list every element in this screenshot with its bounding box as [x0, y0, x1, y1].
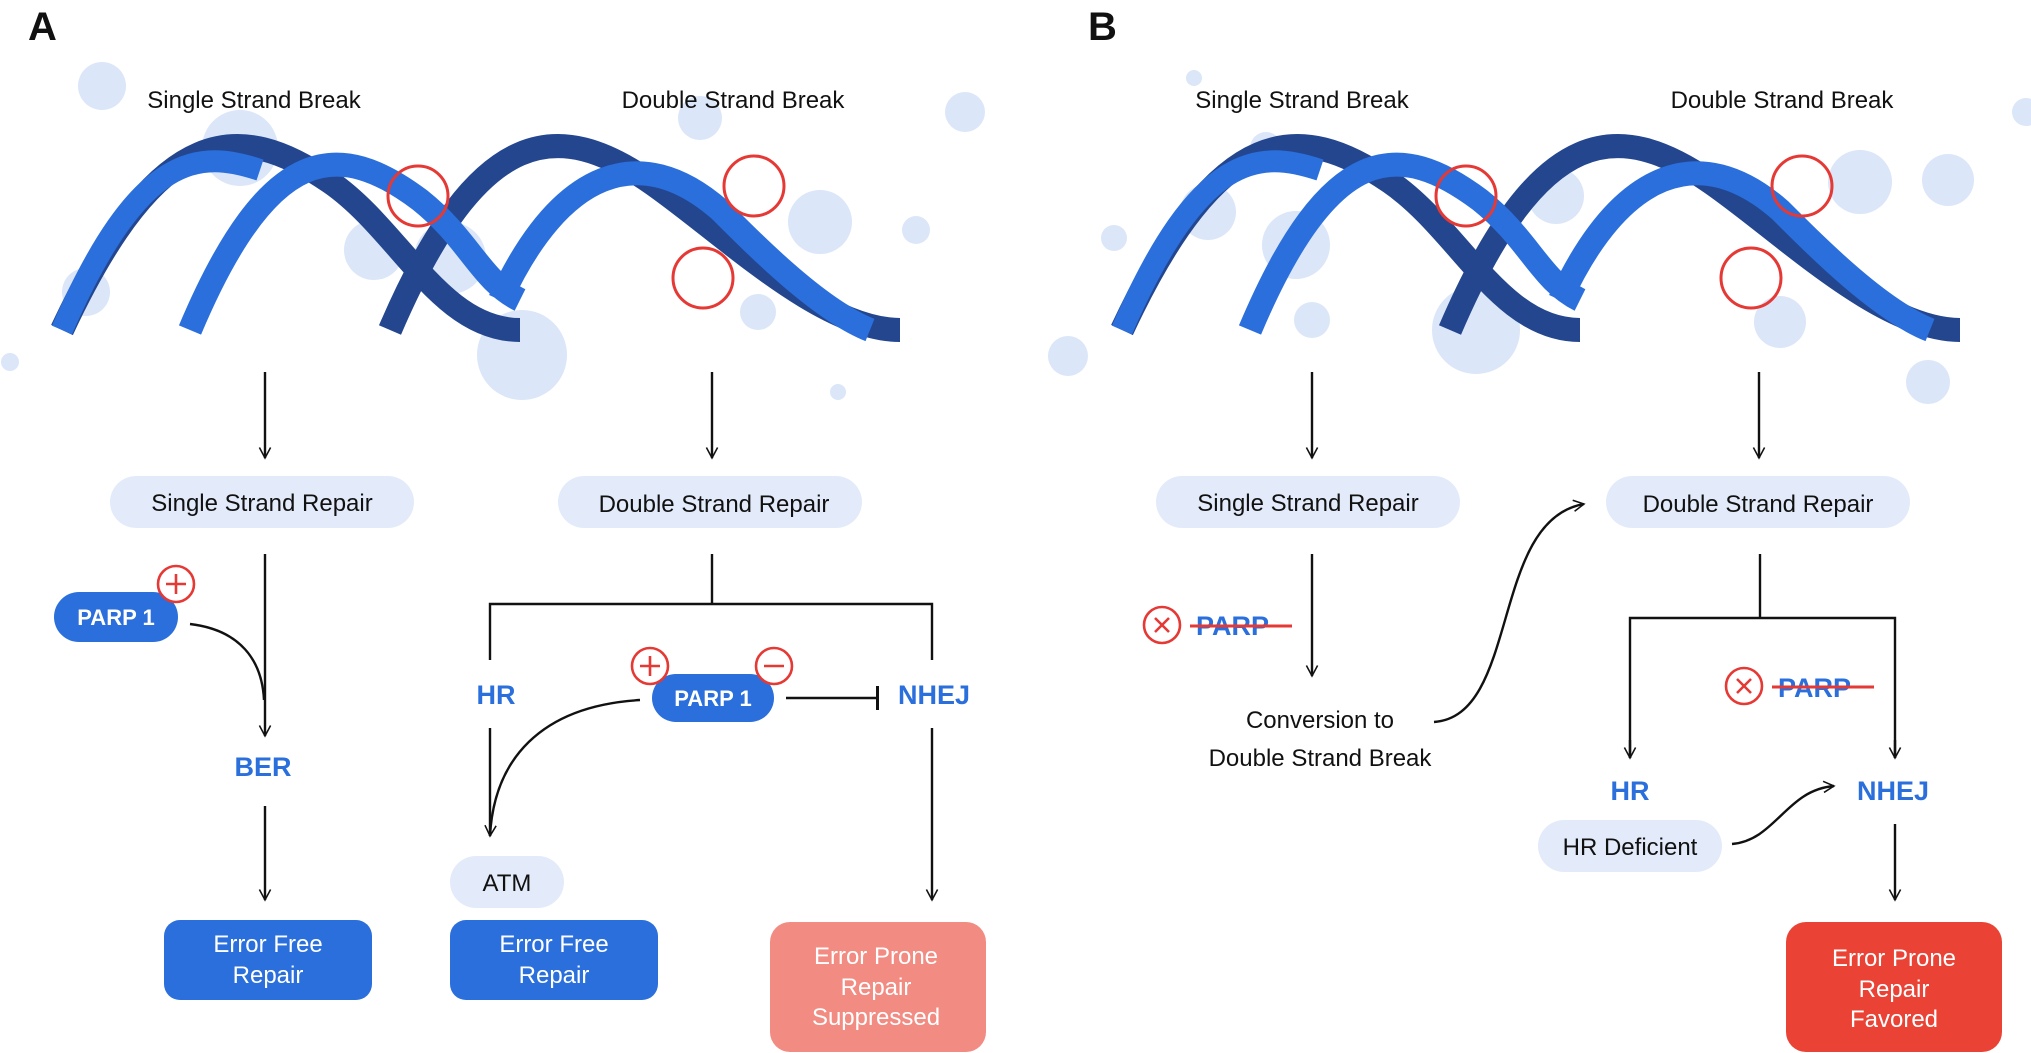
parp1-to-atm-curve: [484, 698, 641, 838]
double-strand-repair-text-a: Double Strand Repair: [599, 491, 830, 518]
break-markers-b: [1434, 154, 1834, 310]
single-strand-repair-pill-b: [1156, 476, 1460, 528]
hr-label-a: HR: [477, 680, 516, 710]
parp1-to-ber-curve: [189, 622, 266, 701]
parp1-badge-mid: [652, 674, 774, 722]
box-b-line3: Favored: [1850, 1006, 1938, 1033]
box-b-line2: Repair: [1859, 976, 1930, 1003]
double-strand-repair-pill-a: [558, 476, 862, 528]
panel-a-label: A: [28, 5, 57, 49]
parp1-badge-left: [54, 592, 178, 642]
box3-line1: Error Prone: [814, 943, 938, 970]
plus-icon-left: [156, 564, 196, 604]
single-strand-break-label: Single Strand Break: [147, 87, 361, 114]
panel-b-label: B: [1088, 5, 1117, 49]
box3-line3: Suppressed: [812, 1004, 940, 1031]
ber-label: BER: [234, 752, 291, 782]
dna-helix-b: [1111, 134, 1961, 342]
box2-line1: Error Free: [499, 931, 608, 958]
double-strand-break-label-b: Double Strand Break: [1671, 87, 1895, 114]
box2-line2: Repair: [519, 962, 590, 989]
branch-bracket-b: [1628, 616, 1897, 758]
box1-line2: Repair: [233, 962, 304, 989]
single-strand-repair-text-a: Single Strand Repair: [151, 490, 372, 517]
panel-b-bubbles: [1048, 70, 2031, 404]
hr-deficient-to-nhej-curve: [1731, 780, 1836, 846]
single-strand-repair-pill-a: [110, 476, 414, 528]
hr-deficient-pill: [1538, 820, 1722, 872]
atm-text: ATM: [483, 870, 532, 897]
panel-b: B Single Strand Break Double Strand Brea…: [1048, 5, 2031, 1052]
single-strand-break-label-b: Single Strand Break: [1195, 87, 1409, 114]
error-free-repair-box-2: [450, 920, 658, 1000]
conversion-line1: Conversion to: [1246, 707, 1394, 734]
nhej-label-a: NHEJ: [898, 680, 970, 710]
double-strand-break-label: Double Strand Break: [622, 87, 846, 114]
box3-line2: Repair: [841, 974, 912, 1001]
plus-icon-mid: [630, 646, 670, 686]
double-strand-repair-pill-b: [1606, 476, 1910, 528]
minus-icon-mid: [754, 646, 794, 686]
parp-inhibited-right: [1724, 666, 1764, 706]
single-strand-repair-text-b: Single Strand Repair: [1197, 490, 1418, 517]
break-markers-a: [386, 154, 786, 310]
parp1-text-mid: PARP 1: [674, 686, 751, 711]
nhej-label-b: NHEJ: [1857, 776, 1929, 806]
parp1-text-left: PARP 1: [77, 605, 154, 630]
panel-a: A Single Strand Break Double Strand Brea…: [1, 5, 986, 1052]
double-strand-repair-text-b: Double Strand Repair: [1643, 491, 1874, 518]
parp-inhibited-left: [1142, 605, 1182, 645]
error-prone-suppressed-box: [770, 922, 986, 1052]
atm-pill: [450, 856, 564, 908]
conversion-to-double-repair-curve: [1433, 499, 1586, 724]
box-b-line1: Error Prone: [1832, 945, 1956, 972]
dna-helix-a: [51, 134, 901, 342]
error-prone-favored-box: [1786, 922, 2002, 1052]
hr-deficient-text: HR Deficient: [1563, 834, 1698, 861]
error-free-repair-box-1: [164, 920, 372, 1000]
conversion-line2: Double Strand Break: [1209, 745, 1433, 772]
box1-line1: Error Free: [213, 931, 322, 958]
hr-label-b: HR: [1611, 776, 1650, 806]
branch-bracket-a: [488, 602, 934, 660]
